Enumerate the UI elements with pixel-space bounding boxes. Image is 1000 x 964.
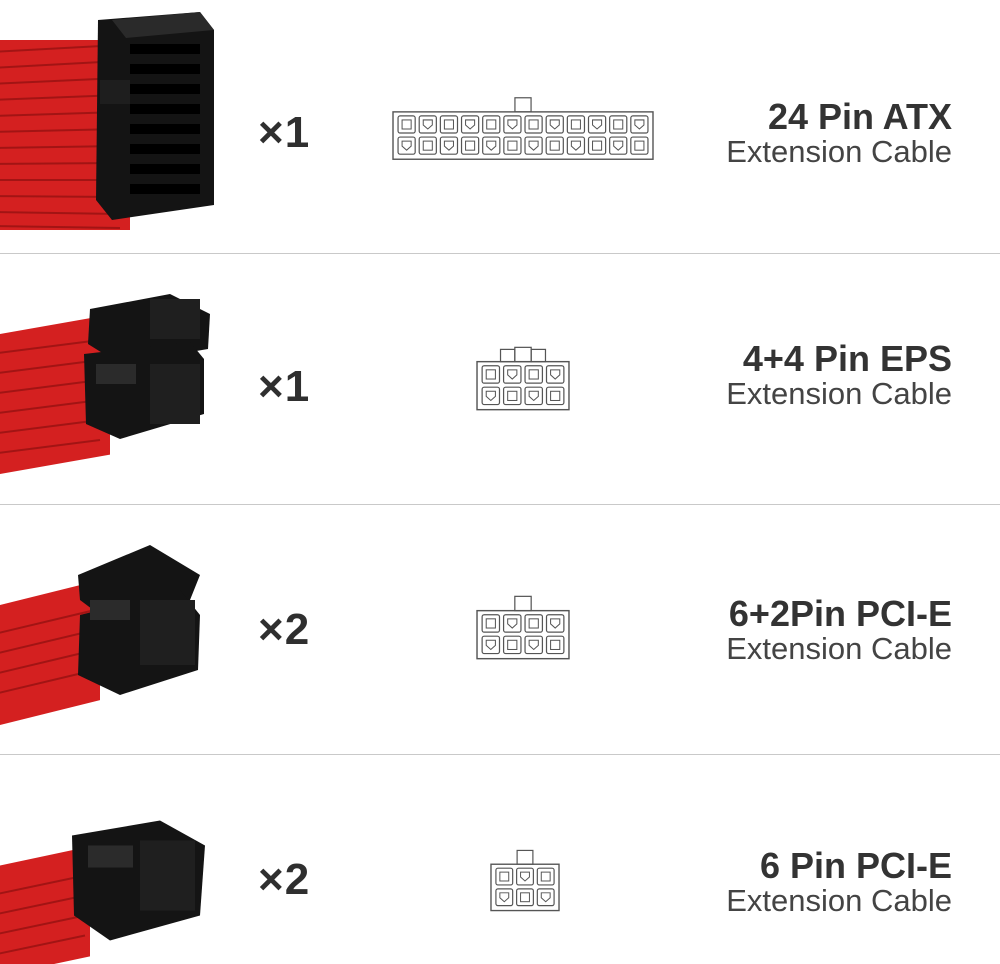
cable-title: 24 Pin ATX: [767, 96, 952, 137]
red-sleeved-cable-connector-image: [0, 294, 210, 476]
cable-row-pcie-6: ×2 6 Pin PCI-E Extension Cable: [0, 755, 1000, 964]
connector-pin: [536, 867, 555, 886]
connector-pin: [516, 867, 534, 886]
connector-pin: [397, 136, 416, 155]
red-sleeved-cable-connector-image: [0, 12, 214, 230]
cable-row-pcie-6-2: ×2 6+2Pin PCI-E Extension Cable: [0, 505, 1000, 755]
connector-pin: [524, 635, 544, 655]
cable-label: 4+4 Pin EPS Extension Cable: [726, 340, 952, 410]
divider: [0, 253, 1000, 254]
connector-pin: [503, 136, 522, 155]
cable-subtitle: Extension Cable: [726, 631, 952, 666]
connector-pin: [460, 115, 480, 134]
connector-pin: [502, 386, 522, 406]
connector-pin: [524, 386, 544, 406]
connector-pin: [545, 635, 565, 655]
connector-pin: [481, 365, 501, 384]
cable-subtitle: Extension Cable: [726, 134, 952, 169]
quantity: ×1: [258, 108, 311, 157]
connector-pin: [545, 365, 565, 384]
divider: [0, 754, 1000, 755]
connector-pin: [545, 115, 564, 134]
connector-pin: [566, 115, 586, 134]
connector-pin: [503, 115, 522, 134]
connector-pin: [524, 136, 543, 155]
connector-pin: [482, 115, 501, 134]
connector-pin: [524, 115, 543, 134]
connector-pin: [609, 115, 628, 134]
red-sleeved-cable-connector-image: [0, 820, 205, 964]
connector-pin: [502, 635, 522, 655]
cable-label: 6 Pin PCI-E Extension Cable: [726, 847, 952, 917]
connector-pin: [397, 115, 416, 134]
connector-pin: [536, 888, 555, 907]
quantity: ×2: [258, 855, 311, 904]
connector-pin: [545, 136, 564, 155]
quantity: ×2: [258, 605, 311, 654]
quantity: ×1: [258, 362, 311, 411]
connector-pin: [587, 115, 607, 134]
cable-subtitle: Extension Cable: [726, 376, 952, 411]
connector-pin: [481, 635, 501, 655]
cable-label: 6+2Pin PCI-E Extension Cable: [726, 595, 952, 665]
connector-pin-diagram: [392, 97, 654, 160]
cable-subtitle: Extension Cable: [726, 883, 952, 918]
connector-pin: [481, 614, 501, 633]
connector-pin: [418, 115, 437, 134]
connector-pin: [439, 115, 459, 134]
connector-pin: [439, 136, 459, 155]
connector-pin: [482, 136, 501, 155]
connector-pin: [524, 365, 544, 384]
cable-row-eps: ×1 4+4 Pin EPS Extension Cable: [0, 254, 1000, 504]
cable-row-24pin-atx: ×1 24 Pin ATX Extension Cable: [0, 0, 1000, 250]
connector-pin: [495, 888, 514, 907]
divider: [0, 504, 1000, 505]
connector-pin: [545, 386, 565, 406]
connector-pin: [566, 136, 586, 155]
connector-pin: [524, 614, 544, 633]
connector-pin: [630, 136, 649, 155]
connector-pin: [481, 386, 501, 406]
connector-pin: [587, 136, 607, 155]
connector-pin: [418, 136, 437, 155]
red-sleeved-cable-connector-image: [0, 545, 200, 728]
connector-pin: [495, 867, 514, 886]
cable-title: 6+2Pin PCI-E: [728, 593, 952, 634]
connector-pin: [545, 614, 565, 633]
connector-pin-diagram: [476, 346, 570, 411]
connector-pin: [460, 136, 480, 155]
cable-label: 24 Pin ATX Extension Cable: [726, 98, 952, 168]
cable-title: 6 Pin PCI-E: [759, 845, 952, 886]
connector-pin-diagram: [476, 595, 570, 660]
connector-pin: [609, 136, 628, 155]
cable-title: 4+4 Pin EPS: [742, 338, 952, 379]
connector-pin: [630, 115, 649, 134]
connector-pin: [502, 614, 522, 633]
connector-pin: [516, 888, 534, 907]
connector-pin: [502, 365, 522, 384]
connector-pin-diagram: [490, 849, 560, 912]
